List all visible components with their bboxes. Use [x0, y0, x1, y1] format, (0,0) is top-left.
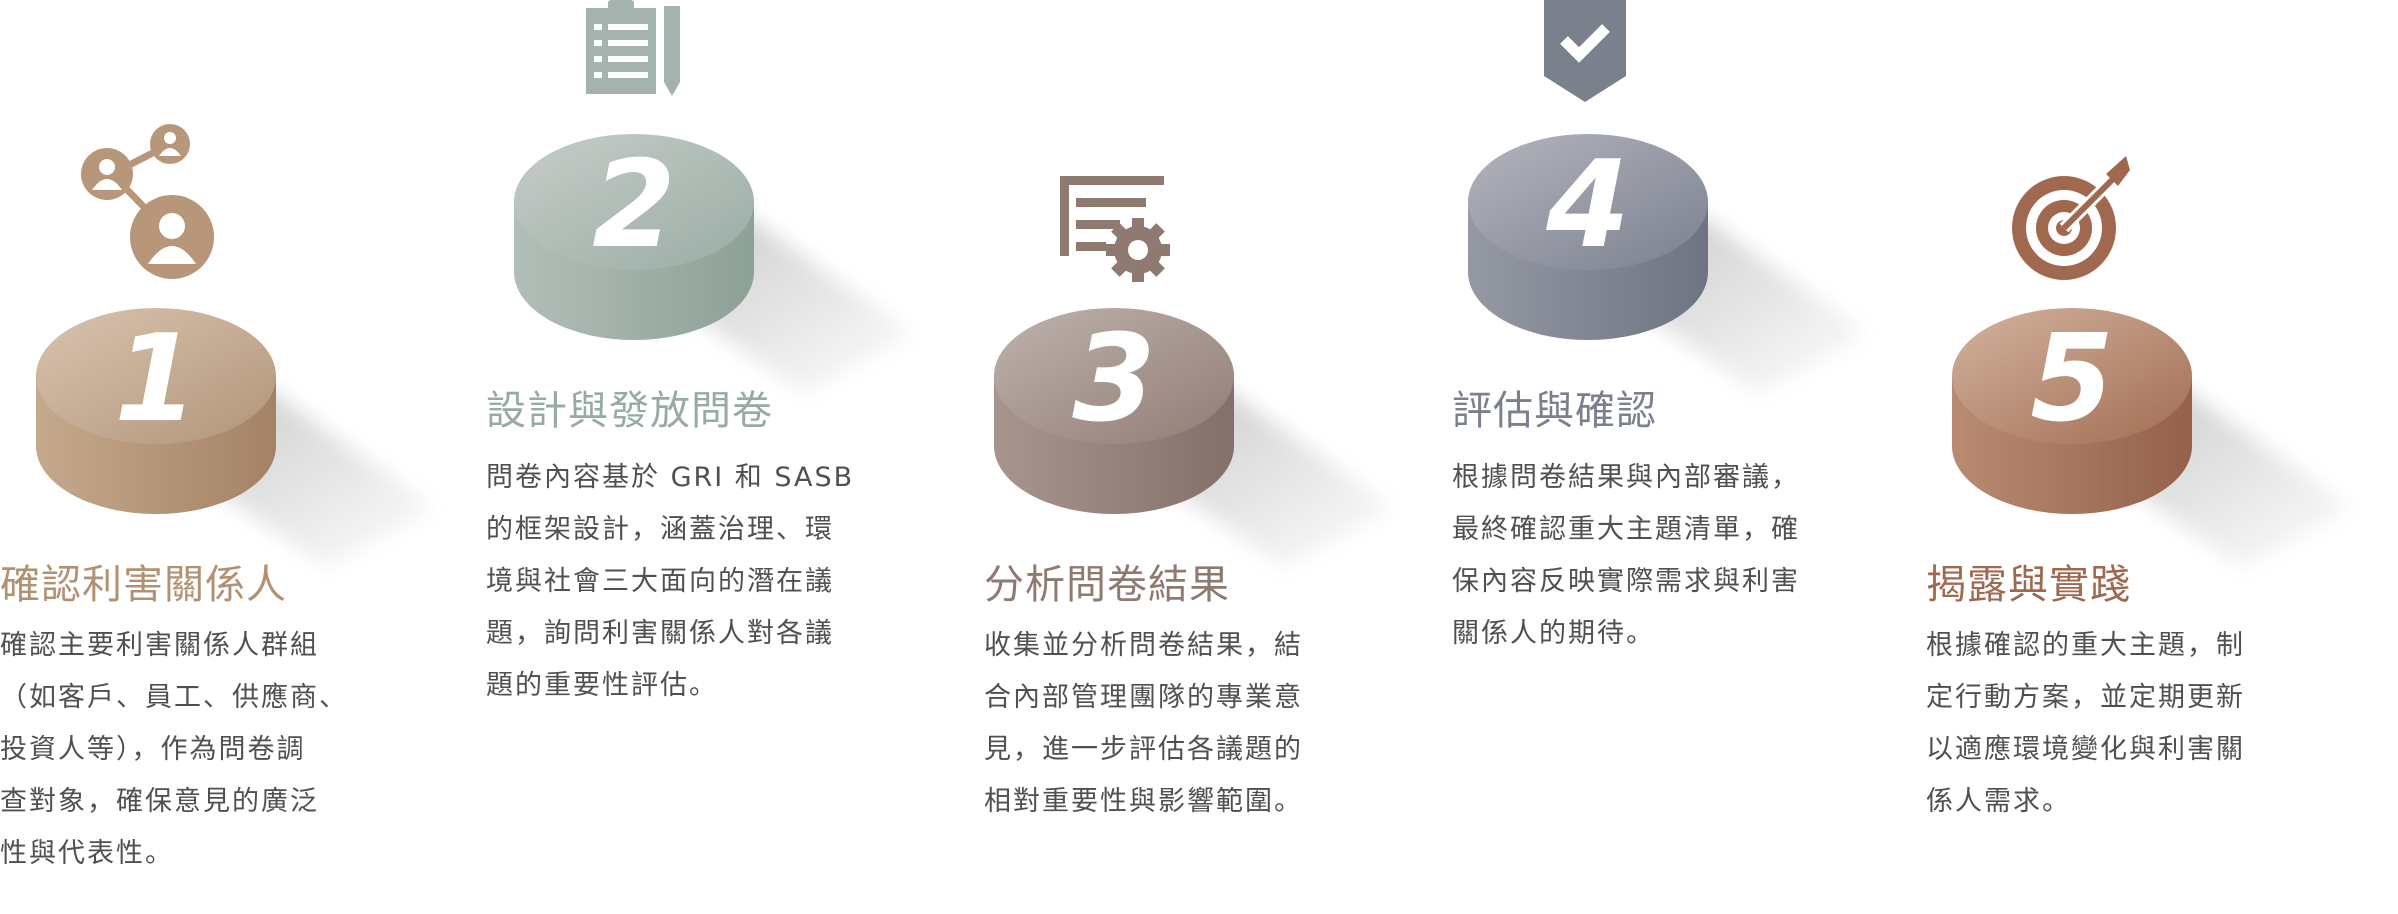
- step-5-description: 根據確認的重大主題，制 定行動方案，並定期更新 以適應環境變化與利害關 係人需求…: [1926, 620, 2245, 828]
- checkmark-badge-icon: [1544, 0, 1626, 102]
- step-3-line: 相對重要性與影響範圍。: [984, 786, 1303, 817]
- list-gear-icon: [1060, 176, 1170, 282]
- step-2-line: 問卷內容基於 GRI 和 SASB: [486, 462, 855, 493]
- step-2-number: 2: [592, 136, 676, 275]
- step-1-icon: [72, 122, 222, 286]
- step-3-title: 分析問卷結果: [984, 562, 1230, 608]
- step-4-line: 根據問卷結果與內部審議，: [1452, 462, 1800, 493]
- step-4-description: 根據問卷結果與內部審議， 最終確認重大主題清單，確 保內容反映實際需求與利害 關…: [1452, 452, 1800, 660]
- step-4-line: 關係人的期待。: [1452, 618, 1655, 649]
- step-5-number: 5: [2030, 310, 2114, 449]
- step-4-cylinder: 4: [1468, 124, 1868, 394]
- step-5-line: 根據確認的重大主題，制: [1926, 630, 2245, 661]
- step-1-number: 1: [114, 310, 198, 449]
- step-3-line: 見，進一步評估各議題的: [984, 734, 1303, 765]
- step-1-title: 確認利害關係人: [0, 562, 287, 608]
- step-2-description: 問卷內容基於 GRI 和 SASB 的框架設計，涵蓋治理、環 境與社會三大面向的…: [486, 452, 854, 712]
- step-5-line: 定行動方案，並定期更新: [1926, 682, 2245, 713]
- step-5-title: 揭露與實踐: [1926, 562, 2131, 608]
- step-1-line: （如客戶、員工、供應商、: [0, 682, 348, 713]
- step-4-line: 保內容反映實際需求與利害: [1452, 566, 1800, 597]
- step-5-line: 係人需求。: [1926, 786, 2071, 817]
- step-2-line: 的框架設計，涵蓋治理、環: [486, 514, 834, 545]
- step-1-description: 確認主要利害關係人群組 （如客戶、員工、供應商、 投資人等），作為問卷調 查對象…: [0, 620, 348, 880]
- share-people-icon: [81, 124, 214, 279]
- step-2-title: 設計與發放問卷: [486, 388, 773, 434]
- step-3-icon: [1060, 176, 1170, 286]
- step-1-line: 確認主要利害關係人群組: [0, 630, 319, 661]
- step-3-number: 3: [1072, 310, 1156, 449]
- step-1-line: 性與代表性。: [0, 838, 174, 869]
- step-2-cylinder: 2: [514, 124, 914, 394]
- step-2-line: 題，詢問利害關係人對各議: [486, 618, 834, 649]
- step-3-line: 收集並分析問卷結果，結: [984, 630, 1303, 661]
- step-1-line: 投資人等），作為問卷調: [0, 734, 306, 765]
- step-1-line: 查對象，確保意見的廣泛: [0, 786, 319, 817]
- step-3-description: 收集並分析問卷結果，結 合內部管理團隊的專業意 見，進一步評估各議題的 相對重要…: [984, 620, 1303, 828]
- step-1-cylinder: 1: [36, 298, 436, 568]
- step-2-line: 題的重要性評估。: [486, 670, 718, 701]
- step-4-icon: [1544, 0, 1626, 108]
- target-arrow-icon: [2012, 156, 2130, 280]
- step-5-cylinder: 5: [1952, 298, 2352, 568]
- step-4-title: 評估與確認: [1452, 388, 1657, 434]
- step-3-cylinder: 3: [994, 298, 1394, 568]
- step-2-line: 境與社會三大面向的潛在議: [486, 566, 834, 597]
- step-3-line: 合內部管理團隊的專業意: [984, 682, 1303, 713]
- step-4-line: 最終確認重大主題清單，確: [1452, 514, 1800, 545]
- step-5-icon: [2010, 156, 2136, 286]
- step-2-icon: [586, 0, 686, 104]
- clipboard-checklist-icon: [586, 0, 680, 96]
- step-5-line: 以適應環境變化與利害關: [1926, 734, 2245, 765]
- step-4-number: 4: [1546, 136, 1630, 275]
